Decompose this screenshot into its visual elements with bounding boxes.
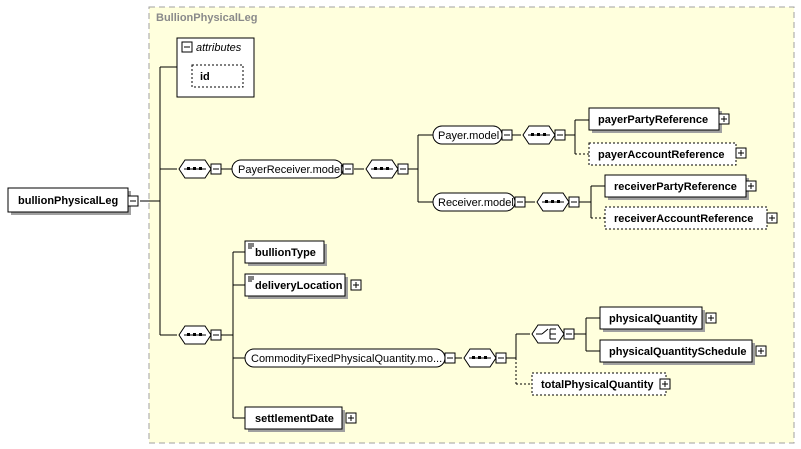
receiver-account-reference-box[interactable]: receiverAccountReference bbox=[604, 206, 778, 230]
settlement-date-label: settlementDate bbox=[255, 413, 334, 425]
attributes-label: attributes bbox=[196, 42, 242, 54]
bullion-type-label: bullionType bbox=[255, 247, 316, 259]
receiver-model-label: Receiver.model bbox=[438, 197, 514, 209]
text-content-icon bbox=[248, 276, 254, 282]
total-physical-quantity-box[interactable]: totalPhysicalQuantity bbox=[531, 372, 671, 396]
attribute-id-box[interactable] bbox=[191, 64, 244, 88]
payer-party-reference-label: payerPartyReference bbox=[598, 114, 708, 126]
sequence-compositor-4[interactable] bbox=[536, 192, 580, 212]
receiver-party-reference-label: receiverPartyReference bbox=[614, 181, 737, 193]
delivery-location-box[interactable]: deliveryLocation bbox=[244, 273, 362, 299]
payer-party-reference-box[interactable]: payerPartyReference bbox=[588, 107, 730, 133]
attributes-box: attributes id bbox=[176, 37, 255, 98]
payer-model-box[interactable]: Payer.model bbox=[432, 125, 513, 145]
root-element-label: bullionPhysicalLeg bbox=[18, 195, 118, 207]
bullion-type-box[interactable]: bullionType bbox=[244, 240, 327, 266]
payer-account-reference-box[interactable]: payerAccountReference bbox=[588, 142, 747, 166]
payer-account-reference-label: payerAccountReference bbox=[598, 149, 725, 161]
root-element-box[interactable]: bullionPhysicalLeg bbox=[7, 187, 131, 215]
sequence-compositor-6[interactable] bbox=[463, 348, 507, 368]
sequence-compositor-3[interactable] bbox=[522, 125, 566, 145]
physical-quantity-label: physicalQuantity bbox=[609, 313, 699, 325]
attributes-collapse-icon[interactable] bbox=[181, 41, 193, 53]
choice-compositor[interactable] bbox=[531, 324, 575, 344]
physical-quantity-box[interactable]: physicalQuantity bbox=[599, 306, 717, 332]
connectors bbox=[140, 66, 605, 419]
total-physical-quantity-label: totalPhysicalQuantity bbox=[541, 379, 654, 391]
receiver-party-reference-box[interactable]: receiverPartyReference bbox=[604, 174, 757, 200]
group-title: BullionPhysicalLeg bbox=[156, 12, 257, 24]
receiver-model-box[interactable]: Receiver.model bbox=[432, 192, 526, 212]
text-content-icon bbox=[248, 243, 254, 249]
sequence-compositor-2[interactable] bbox=[365, 159, 409, 179]
commodity-model-box[interactable]: CommodityFixedPhysicalQuantity.mo... bbox=[244, 348, 456, 368]
commodity-model-label: CommodityFixedPhysicalQuantity.mo... bbox=[251, 353, 442, 365]
sequence-compositor-5[interactable] bbox=[178, 325, 222, 345]
delivery-location-label: deliveryLocation bbox=[255, 280, 343, 292]
sequence-compositor-1[interactable] bbox=[178, 159, 222, 179]
payer-receiver-model-box[interactable]: PayerReceiver.model bbox=[231, 159, 354, 179]
physical-quantity-schedule-box[interactable]: physicalQuantitySchedule bbox=[599, 339, 767, 365]
root-collapse-icon[interactable] bbox=[127, 195, 139, 207]
receiver-account-reference-label: receiverAccountReference bbox=[614, 213, 753, 225]
attribute-id-label: id bbox=[200, 71, 210, 83]
settlement-date-box[interactable]: settlementDate bbox=[244, 406, 357, 432]
payer-receiver-model-label: PayerReceiver.model bbox=[238, 164, 343, 176]
physical-quantity-schedule-label: physicalQuantitySchedule bbox=[609, 346, 747, 358]
payer-model-label: Payer.model bbox=[438, 130, 499, 142]
